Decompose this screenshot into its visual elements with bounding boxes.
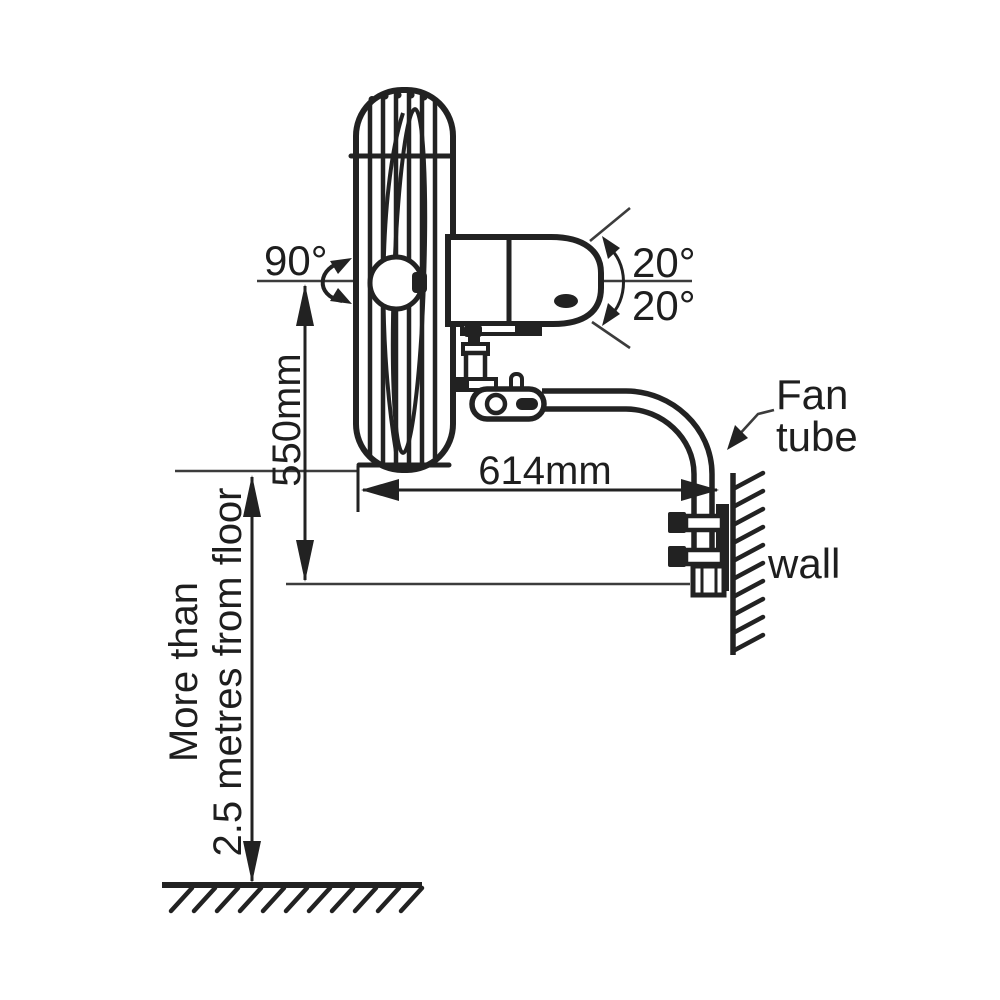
fan-tube-leader-line	[736, 408, 775, 438]
arrowhead-down-left-icon	[602, 303, 620, 326]
arrowhead-down-icon	[296, 540, 314, 582]
floor-hatching	[168, 885, 425, 914]
tilt-tangent-top	[589, 206, 631, 243]
mounting-clamp	[455, 322, 547, 422]
fan-tube-outer-edge	[542, 388, 715, 568]
bolt-shaft-bottom	[683, 547, 725, 567]
label-tilt-up: 20°	[632, 239, 696, 286]
arrowhead-left-icon	[361, 479, 399, 501]
arrowhead-up-icon	[243, 475, 261, 517]
reference-lines	[175, 279, 692, 586]
fan-guard-clips	[368, 91, 428, 103]
label-614mm: 614mm	[478, 449, 611, 493]
label-swivel-angle: 90°	[264, 237, 328, 284]
clamp-knob	[464, 325, 482, 337]
clamp-plate-block	[515, 323, 538, 335]
fan-hub-shaft	[412, 272, 427, 293]
arrowhead-down-icon	[243, 841, 261, 883]
bolt-head-top	[668, 512, 686, 533]
label-fan-tube-line2: tube	[776, 413, 858, 460]
label-clearance-line1: More than	[162, 582, 206, 762]
arrowhead-up-right-icon	[330, 258, 352, 274]
motor-vent	[554, 294, 578, 308]
wall	[730, 470, 766, 655]
swivel-angle-indicator: 90°	[264, 237, 352, 304]
clamp-knob-stem	[468, 336, 480, 345]
label-tilt-down: 20°	[632, 282, 696, 329]
fan-tube-inner-edge	[542, 406, 697, 568]
arrowhead-up-left-icon	[602, 236, 620, 259]
dimension-floor-clearance: More than 2.5 metres from floor	[162, 475, 261, 883]
motor-housing	[445, 234, 604, 327]
bolt-shaft-top	[683, 513, 725, 533]
fan-guard-rings	[348, 153, 454, 468]
arrowhead-down-right-icon	[330, 288, 352, 304]
tilt-tangent-bottom	[591, 320, 631, 350]
clamp-head-slot	[516, 398, 538, 410]
dimension-550mm: 550mm	[265, 284, 314, 582]
dimension-614mm: 614mm	[356, 449, 719, 512]
tube-end-cap-lines	[700, 568, 718, 593]
fan-guard	[348, 87, 456, 473]
fan-tube	[542, 388, 715, 568]
arrowhead-up-icon	[296, 284, 314, 326]
arrowhead-leader-icon	[727, 425, 748, 450]
label-550mm: 550mm	[265, 353, 309, 486]
fan-tube-callout: Fan tube	[727, 371, 858, 460]
wall-bracket	[668, 504, 729, 598]
tube-end-cap	[690, 563, 727, 598]
clamp-head-hole	[484, 392, 508, 416]
clamp-cylinder	[463, 350, 488, 383]
bolt-head-bottom	[668, 546, 686, 567]
arrowhead-right-icon	[681, 479, 719, 501]
floor	[162, 882, 425, 914]
clamp-plate	[460, 322, 542, 336]
wall-hatching	[730, 470, 766, 654]
label-clearance-line2: 2.5 metres from floor	[206, 487, 250, 856]
tilt-angle-indicator: 20° 20°	[589, 206, 696, 350]
motor-body	[445, 234, 604, 327]
label-fan-tube-line1: Fan	[776, 371, 848, 418]
clamp-flange-block	[457, 379, 469, 390]
label-wall: wall	[767, 540, 840, 587]
